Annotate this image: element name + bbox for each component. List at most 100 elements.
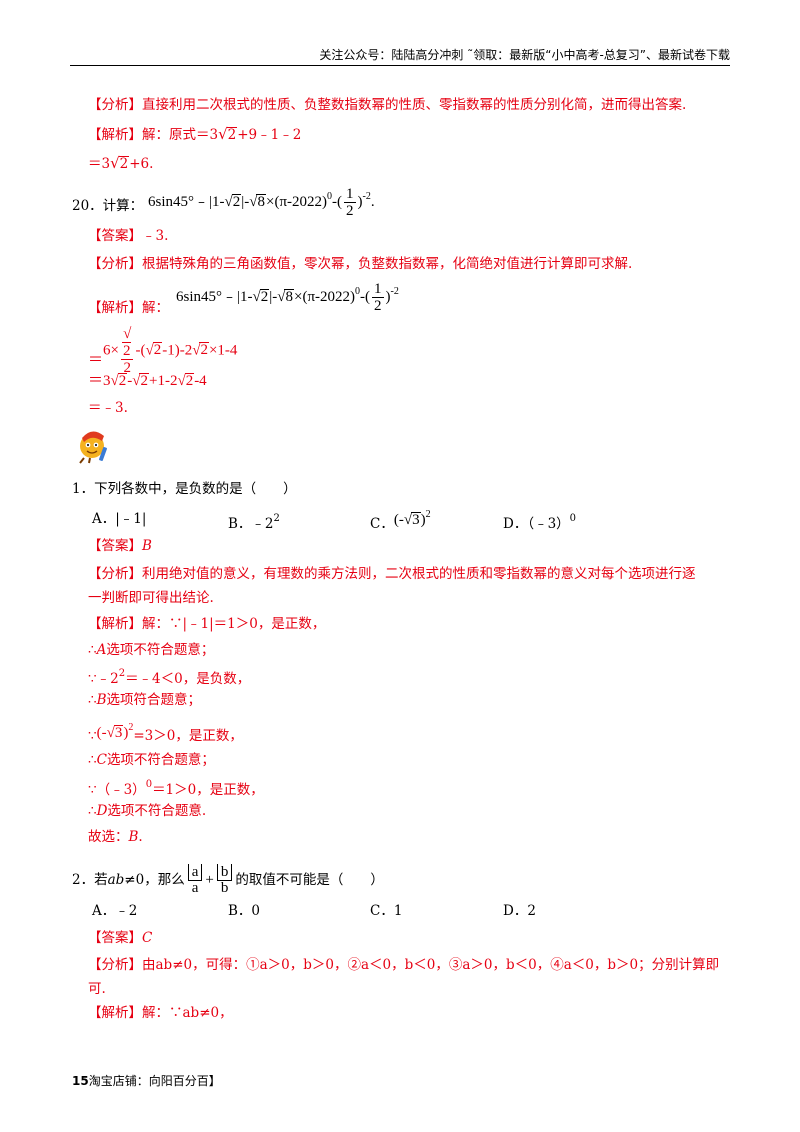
option-text: C． (370, 516, 394, 532)
solution-text: . (138, 829, 143, 845)
analysis-tag: 【分析】 (88, 256, 142, 272)
pencil-mascot-icon (79, 431, 107, 464)
q1-solution-line9: 故选：B. (88, 827, 143, 847)
expr-part: -( (135, 342, 146, 359)
expr-part: ) (357, 193, 363, 210)
numerator: 1 (344, 186, 356, 203)
footer-text: 淘宝店铺：向阳百分百】 (88, 1074, 221, 1088)
q19-solution: 【解析】解：原式＝3√2+9﹣1﹣2 (88, 125, 302, 143)
solution-tag: 【解析】 (88, 1005, 142, 1021)
q2-option-a: A．﹣2 (92, 901, 137, 921)
solution-text: 选项不符合题意； (106, 642, 215, 658)
therefore: ∴ (88, 752, 97, 768)
solution-tag: 【解析】 (88, 127, 142, 143)
option-text: C．1 (370, 903, 403, 919)
denominator: a (191, 880, 199, 896)
q19-analysis: 【分析】直接利用二次根式的性质、负整数指数幂的性质、零指数幂的性质分别化简，进而… (88, 95, 686, 115)
radicand: 2 (152, 342, 163, 359)
q1-solution-line2: ∴A选项不符合题意； (88, 640, 214, 660)
expr-part: |- (269, 288, 278, 305)
equals: ＝ (88, 352, 104, 369)
solution-text: ＝﹣4＜0，是负数， (125, 671, 251, 687)
page-header: 关注公众号：陆陆高分冲刺 ˜领取：最新版“小中高考-总复习”、最新试卷下载 (319, 48, 730, 62)
q20-step3: ＝﹣3. (88, 398, 128, 418)
option-text: D．2 (503, 903, 536, 919)
denominator: 2 (123, 360, 131, 376)
expr-part: ) (420, 512, 426, 528)
analysis-text: 直接利用二次根式的性质、负整数指数幂的性质、零指数幂的性质分别化简，进而得出答案… (142, 97, 687, 113)
solution-text: 选项符合题意； (106, 692, 202, 708)
denominator: 2 (374, 298, 382, 314)
variable: ab (107, 872, 125, 888)
therefore: ∴ (88, 642, 97, 658)
radicand: 2 (184, 373, 195, 389)
q1-solution-line6: ∴C选项不符合题意； (88, 750, 215, 770)
analysis-tag: 【分析】 (88, 566, 142, 582)
page-number: 15 (72, 1074, 89, 1088)
expr-part: - (127, 373, 133, 389)
solution-text: 解：原式＝3 (142, 127, 219, 143)
option-text: B．0 (228, 903, 261, 919)
answer-text: ﹣3. (142, 228, 169, 244)
therefore: ∴ (88, 803, 97, 819)
q2-analysis: 【分析】由ab≠0，可得：①a＞0，b＞0，②a＜0，b＜0，③a＞0，b＜0，… (88, 955, 719, 975)
because: ∵ (88, 728, 97, 744)
expr-part: -1)-2 (162, 342, 193, 359)
exponent: -2 (362, 190, 371, 202)
solution-text: 选项不符合题意； (106, 752, 215, 768)
numerator: √2 (120, 326, 134, 360)
expr-part: 6sin45°﹣|1- (176, 288, 253, 305)
variable: C (96, 752, 107, 768)
radicand: 8 (284, 288, 294, 305)
solution-text: 故选： (88, 829, 129, 845)
exponent: 2 (425, 509, 431, 520)
expr-part: ×1-4 (208, 342, 238, 359)
radicand: 2 (199, 342, 209, 359)
q2-option-b: B．0 (228, 901, 260, 921)
solution-text: ＝1＞0，是正数， (152, 782, 264, 798)
question-text: 的取值不可能是（ ） (235, 872, 384, 888)
q2-option-d: D．2 (503, 901, 536, 921)
solution-tag: 【解析】 (88, 300, 142, 316)
exponent: 0 (569, 513, 577, 524)
answer-text: B (142, 538, 152, 554)
expr-part: (- (393, 512, 404, 528)
expr-part: 6sin45°﹣|1- (148, 193, 225, 210)
q2-answer: 【答案】C (88, 928, 152, 948)
q20-analysis: 【分析】根据特殊角的三角函数值，零次幂，负整数指数幂，化简绝对值进行计算即可求解… (88, 254, 632, 274)
option-text: A．|﹣1| (92, 511, 147, 527)
expr-part: ×(π-2022) (293, 288, 356, 305)
radicand: 2 (259, 288, 270, 305)
q1-option-c: C．(-√3)2 (370, 509, 431, 532)
expr-part: . (370, 193, 375, 210)
solution-text: +6. (129, 156, 154, 172)
solution-text: 解：∵ab≠0， (142, 1005, 233, 1021)
q20-step2: ＝3√2-√2+1-2√2-4 (88, 373, 207, 389)
variable: B (128, 829, 139, 845)
q20-solution-tag: 【解析】解： (88, 298, 169, 318)
solution-text: 解：∵|﹣1|＝1＞0，是正数， (142, 616, 326, 632)
answer-tag: 【答案】 (88, 930, 142, 946)
radicand: 2 (139, 373, 149, 389)
q2-solution: 【解析】解：∵ab≠0， (88, 1003, 233, 1023)
solution-text: =3＞0，是正数， (133, 728, 243, 744)
expr-part: 6× (103, 342, 119, 359)
solution-text: +9﹣1﹣2 (237, 127, 302, 143)
q1-solution-line7: ∵（﹣3）0＝1＞0，是正数， (88, 775, 264, 800)
exponent: 2 (273, 513, 280, 524)
expr-part: -( (360, 288, 371, 305)
option-text: A．﹣2 (92, 903, 138, 919)
numerator: a (187, 864, 203, 880)
header-rule (70, 65, 730, 66)
q1-solution-line5: ∵(-√3)2=3＞0，是正数， (88, 722, 243, 744)
exponent: 0 (355, 285, 361, 297)
q20-stem: 20．计算： (72, 196, 143, 216)
q1-solution-line8: ∴D选项不符合题意. (88, 801, 206, 821)
analysis-tag: 【分析】 (88, 957, 142, 973)
solution-tag: 【解析】 (88, 616, 142, 632)
denominator: b (220, 880, 229, 896)
